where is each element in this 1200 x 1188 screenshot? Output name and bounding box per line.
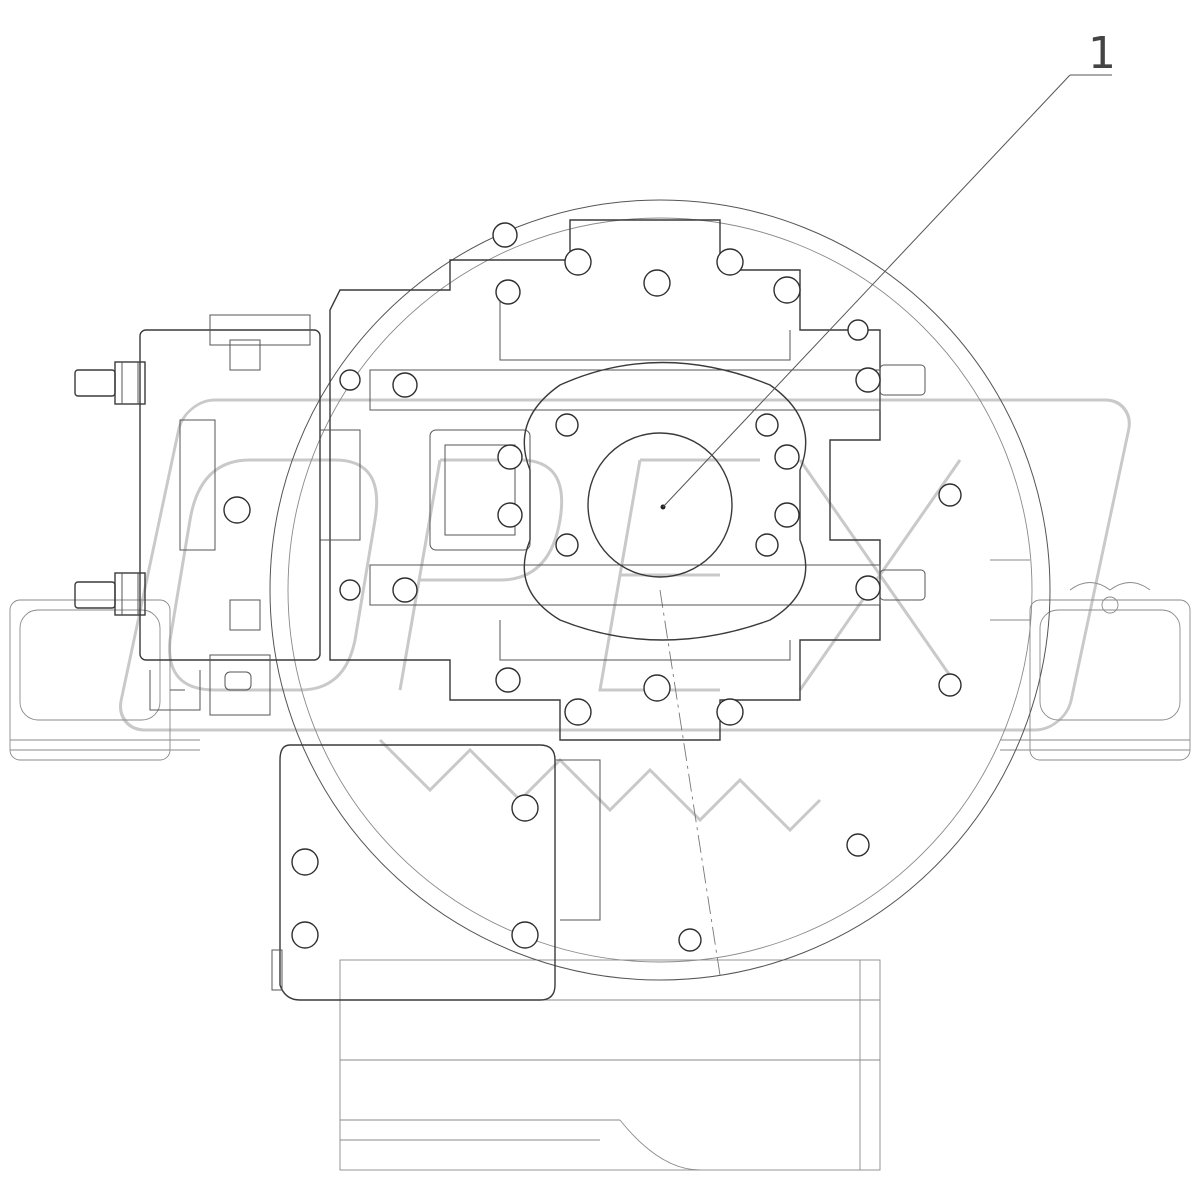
- shift-cover-body: [319, 219, 881, 741]
- bell-housing: [269, 199, 1051, 981]
- upper-fitting: [74, 361, 146, 405]
- left-actuator: [139, 314, 321, 716]
- lower-housing: [339, 959, 881, 1171]
- lower-fitting: [74, 572, 146, 616]
- center-flange: [523, 361, 807, 641]
- bolt-group: [223, 222, 962, 952]
- callout-label: 1: [1088, 28, 1116, 79]
- callout-1: 1: [662, 28, 1116, 508]
- right-side-mount: [1000, 582, 1191, 761]
- lower-cover-plate: [271, 744, 601, 1001]
- left-side-mount: [9, 599, 200, 761]
- watermark-logo: [119, 398, 1131, 833]
